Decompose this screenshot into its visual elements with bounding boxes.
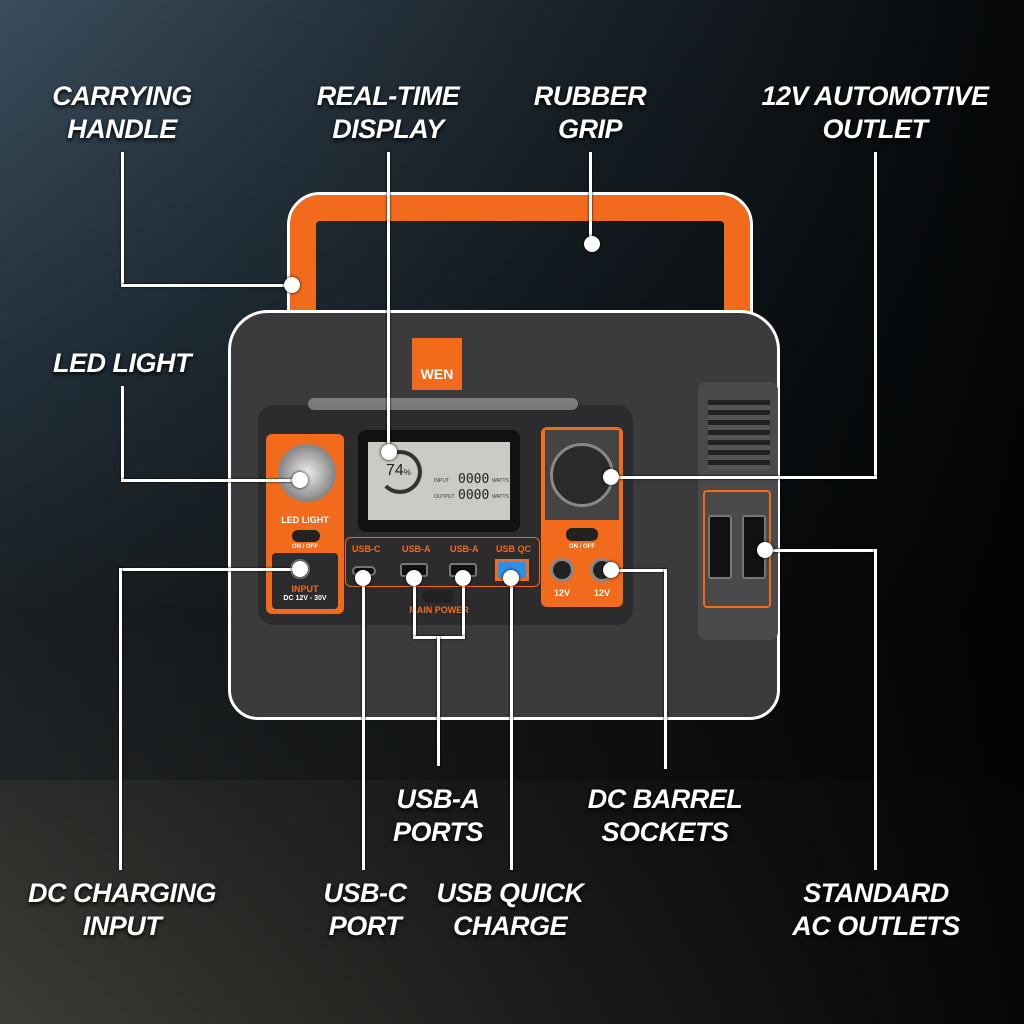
- percent-sign: %: [403, 468, 411, 477]
- main-power-button[interactable]: [422, 590, 454, 603]
- usb-a-label: USB-A: [450, 544, 479, 554]
- dc-barrel-socket: [550, 558, 574, 582]
- callout-standard-ac-outlets: STANDARD AC OUTLETS: [792, 878, 960, 941]
- barrel-label: 12V: [553, 588, 570, 598]
- handle-marker: [284, 277, 300, 293]
- callout-automotive-outlet: 12V AUTOMOTIVE OUTLET: [761, 81, 989, 144]
- callout-usb-c-port: USB-C PORT: [323, 878, 408, 941]
- input-spec: DC 12V - 30V: [283, 595, 327, 602]
- dc-toggle-button[interactable]: [566, 528, 598, 541]
- callout-usb-quick-charge: USB QUICK CHARGE: [436, 878, 584, 941]
- usb-panel: [345, 537, 540, 587]
- lcd-output-label: OUTPUT: [434, 494, 455, 500]
- dc-input-marker: [292, 561, 308, 577]
- main-power-label: MAIN POWER: [409, 605, 469, 615]
- usb-c-marker: [355, 570, 371, 586]
- barrel-label: 12V: [593, 588, 610, 598]
- ac-marker: [757, 542, 773, 558]
- usb-a-label: USB-A: [402, 544, 431, 554]
- vent-grille: [708, 400, 770, 470]
- callout-led-light: LED LIGHT: [53, 348, 192, 378]
- battery-ring: [378, 450, 422, 494]
- led-light-label: LED LIGHT: [281, 515, 329, 525]
- barrel-marker: [603, 562, 619, 578]
- usb-qc-marker: [503, 570, 519, 586]
- usb-a-marker: [455, 570, 471, 586]
- brand-text: WEN: [420, 366, 454, 382]
- callout-real-time-display: REAL-TIME DISPLAY: [316, 81, 460, 144]
- lcd-unit: WATTS: [492, 478, 509, 484]
- led-toggle-button[interactable]: [292, 530, 320, 542]
- callout-dc-charging-input: DC CHARGING INPUT: [28, 878, 217, 941]
- lcd-unit: WATTS: [492, 494, 509, 500]
- usb-qc-label: USB QC: [496, 544, 532, 554]
- lcd-input-value: 0000: [458, 472, 490, 487]
- lcd-input-label: INPUT: [434, 478, 449, 484]
- led-marker: [292, 472, 308, 488]
- callout-rubber-grip: RUBBER GRIP: [533, 81, 647, 144]
- display-marker: [381, 444, 397, 460]
- usb-c-label: USB-C: [352, 544, 381, 554]
- led-on-off-label: ON / OFF: [292, 544, 318, 550]
- callout-carrying-handle: CARRYING HANDLE: [52, 81, 192, 144]
- lcd-output-value: 0000: [458, 488, 490, 503]
- usb-a-marker: [406, 570, 422, 586]
- dc-on-off-label: ON / OFF: [569, 544, 595, 550]
- callout-dc-barrel-sockets: DC BARREL SOCKETS: [587, 784, 743, 847]
- callout-usb-a-ports: USB-A PORTS: [392, 784, 484, 847]
- battery-percent: 74: [386, 462, 404, 479]
- led-light-lens: [278, 444, 336, 502]
- brand-logo: WEN: [412, 338, 462, 390]
- ac-outlet: [708, 515, 732, 579]
- car-outlet-marker: [603, 469, 619, 485]
- grip-marker: [584, 236, 600, 252]
- led-strip: [308, 398, 578, 410]
- input-label: INPUT: [291, 584, 319, 594]
